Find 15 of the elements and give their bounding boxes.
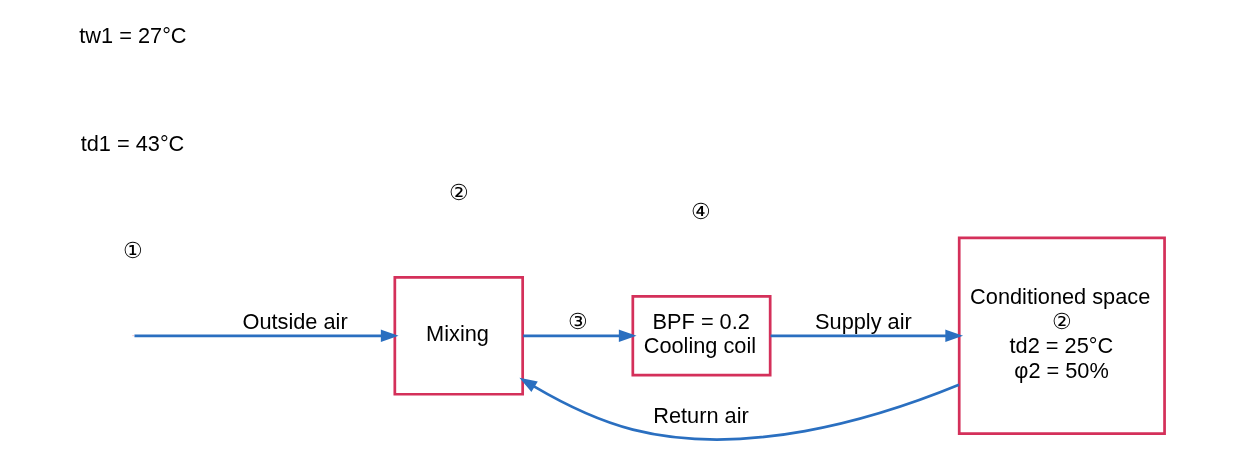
label: td1 = 43°C <box>80 130 185 156</box>
edge-label: Return air <box>653 402 749 428</box>
arrow <box>523 329 637 342</box>
label: ② <box>448 179 469 205</box>
label: ① <box>122 237 143 263</box>
node-box: BPF = 0.2 Cooling coil <box>631 294 772 377</box>
label: ④ <box>691 198 712 224</box>
edge-label: Outside air <box>242 308 348 334</box>
label: tw1 = 27°C <box>79 23 187 49</box>
arrow <box>770 329 964 342</box>
edge-label: ③ <box>567 308 588 334</box>
node-box: Mixing <box>393 275 524 396</box>
node-box: Conditioned space ② td2 = 25°C φ2 = 50% <box>957 236 1166 436</box>
arrow <box>519 377 960 441</box>
edge-label: Supply air <box>815 308 912 334</box>
